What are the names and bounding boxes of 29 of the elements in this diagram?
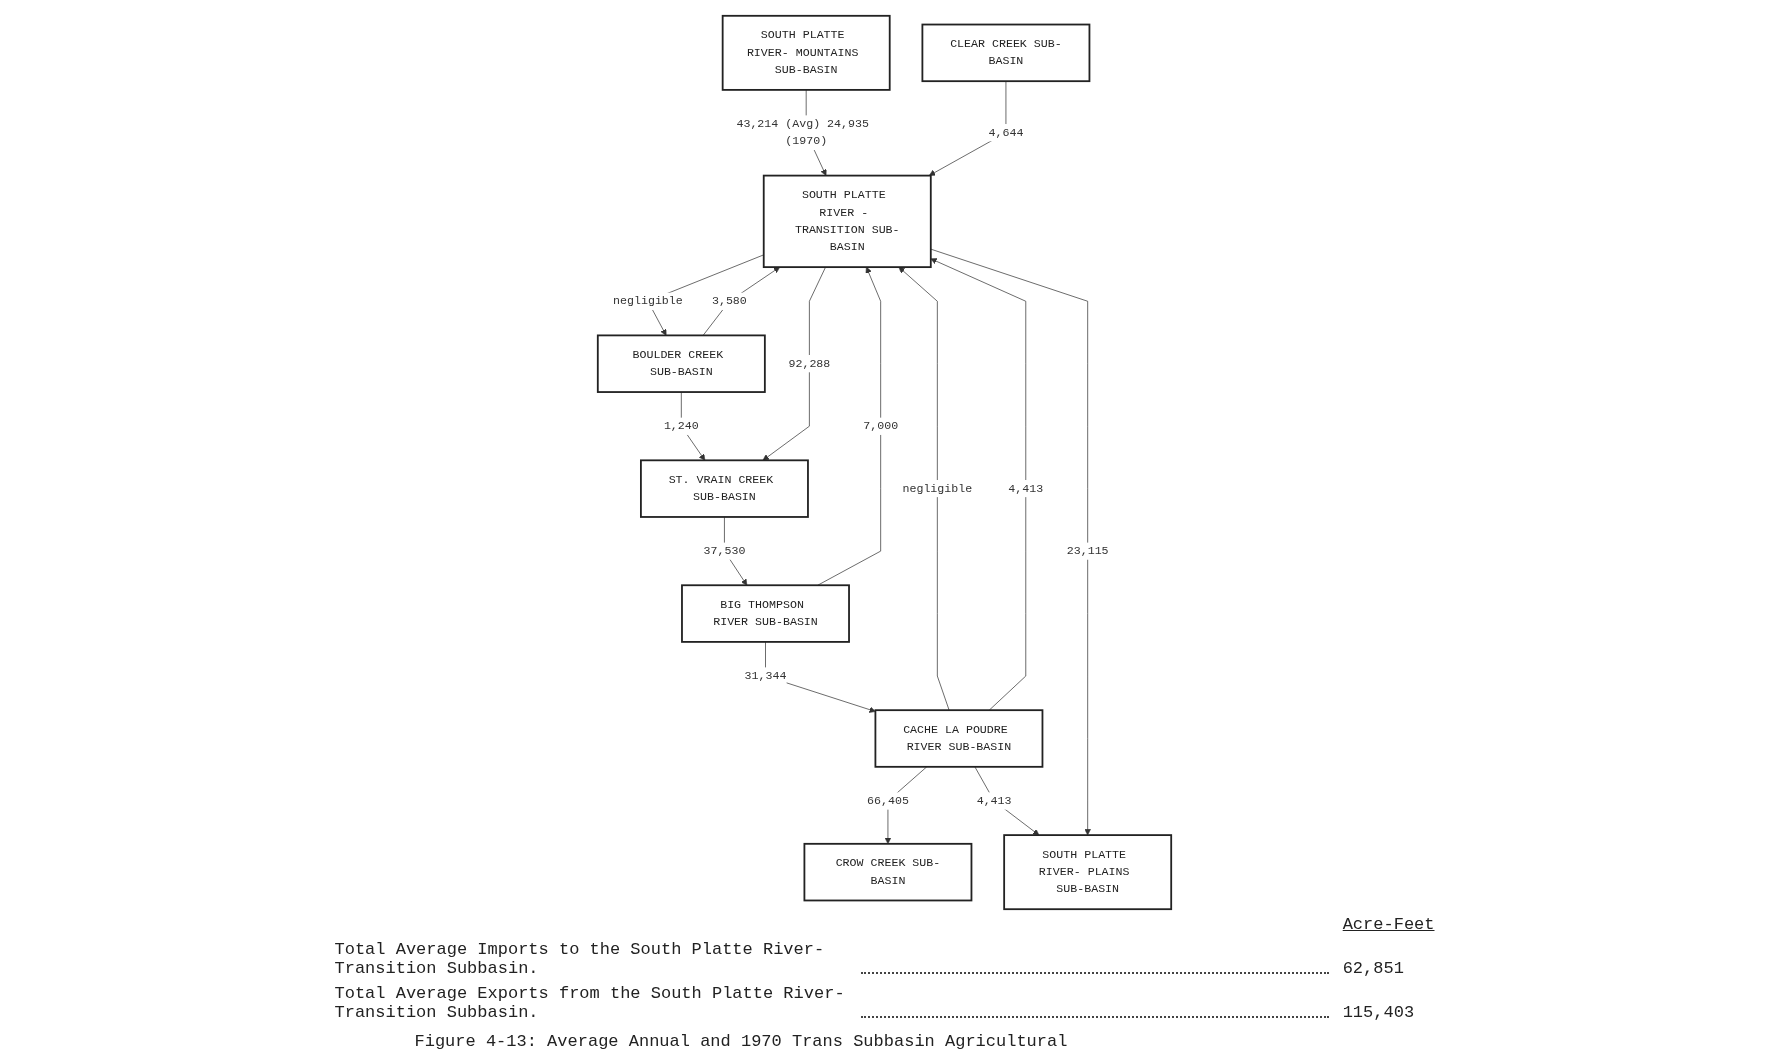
edge-label: 7,000 — [863, 419, 899, 433]
edge-label: 66,405 — [867, 794, 909, 808]
edge-label: 37,530 — [703, 544, 746, 558]
edge-label: 23,115 — [1066, 544, 1109, 558]
node-box: SOUTH PLATTE RIVER- PLAINS SUB-BASIN — [1003, 834, 1173, 911]
node-box: SOUTH PLATTE RIVER - TRANSITION SUB-BASIN — [762, 174, 932, 269]
edge-label: 3,580 — [711, 294, 747, 308]
table-row-label: Total Average Exports from the South Platte River- Transition Subbasin. — [334, 984, 846, 1022]
node-box: CLEAR CREEK SUB-BASIN — [921, 23, 1091, 83]
node-box: SOUTH PLATTE RIVER- MOUNTAINS SUB-BASIN — [721, 14, 891, 91]
edge-label: 43,214 (Avg) 24,935 (1970) — [736, 117, 869, 148]
node-box: CROW CREEK SUB-BASIN — [803, 842, 973, 902]
edge-label: 31,344 — [744, 669, 787, 683]
table-value: 115,403 — [1342, 1003, 1416, 1022]
node-box: BOULDER CREEK SUB-BASIN — [596, 334, 766, 393]
column-header: Acre-Feet — [1342, 915, 1435, 934]
node-box: BIG THOMPSON RIVER SUB-BASIN — [681, 584, 850, 643]
table-row-label: Total Average Imports to the South Platte River- Transition Subbasin. — [334, 940, 826, 978]
table-value: 62,851 — [1342, 959, 1405, 978]
figure-caption: Figure 4-13: Average Annual and 1970 Trans Subbasin Agricultural — [413, 1032, 1069, 1051]
edge-label: 4,644 — [988, 126, 1024, 140]
node-box: CACHE LA POUDRE RIVER SUB-BASIN — [874, 709, 1044, 768]
edge-label: 4,413 — [1008, 482, 1044, 496]
edge-label: 4,413 — [976, 794, 1012, 808]
edge-label: negligible — [613, 294, 683, 308]
edge-label: negligible — [902, 482, 973, 496]
edge-label: 1,240 — [663, 419, 699, 433]
edge-label: 92,288 — [788, 357, 831, 371]
node-box: ST. VRAIN CREEK SUB-BASIN — [640, 459, 809, 518]
